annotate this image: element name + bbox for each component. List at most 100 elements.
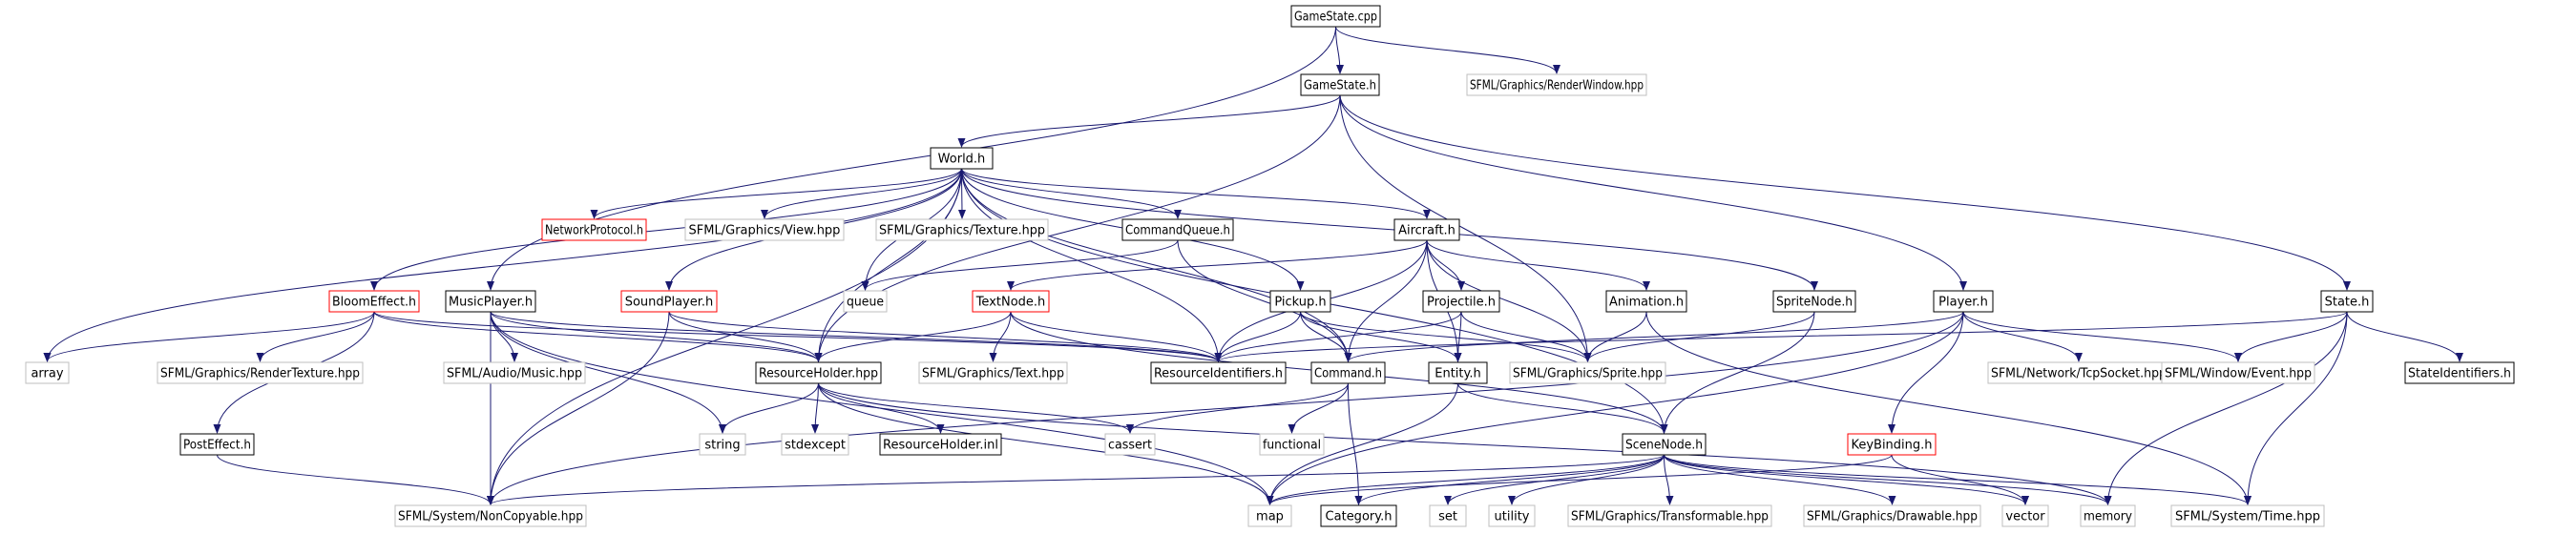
edge-pickup_h-to-entity_h [1300,311,1462,362]
edge-aircraft_h-to-sprite_hpp [1426,239,1592,362]
node-box [1320,504,1397,527]
node-label: Command.h [1314,367,1382,381]
node-box [684,218,845,241]
edge-resourceholder_hpp-to-memory [818,382,2112,505]
edge-resourceholder_hpp-to-map [818,382,1274,505]
node-commandqueue-h[interactable]: CommandQueue.h [1121,218,1234,241]
edge-line [217,454,494,505]
edge-player_h-to-event_hpp [1962,311,2242,362]
node-box [1933,290,1994,313]
edge-scenenode_h-to-transformable [1664,454,1674,505]
edge-line [1457,382,1668,434]
node-spritenode-h[interactable]: SpriteNode.h [1772,290,1856,313]
node-cassert: cassert [1104,433,1156,456]
node-aircraft-h[interactable]: Aircraft.h [1393,218,1460,241]
edge-line [1339,94,1592,362]
node-box [1605,290,1687,313]
node-pickup-h[interactable]: Pickup.h [1269,290,1331,313]
edge-line [1339,94,2351,291]
node-box [781,433,849,456]
node-label: utility [1495,510,1530,524]
node-label: queue [847,296,884,310]
node-label: vector [2005,510,2045,524]
node-world-h[interactable]: World.h [930,147,994,170]
node-networkprotocol-h[interactable]: NetworkProtocol.h [541,218,647,241]
edge-line [818,382,1134,434]
node-box [1466,73,1647,96]
edge-line [1645,311,2251,505]
node-entity-h[interactable]: Entity.h [1428,361,1488,384]
node-scenenode-h[interactable]: SceneNode.h [1622,433,1707,456]
node-musicplayer-h[interactable]: MusicPlayer.h [445,290,536,313]
dependency-edges [43,26,2463,505]
edge-aircraft_h-to-projectile_h [1426,239,1465,291]
edge-animation_h-to-time_hpp [1645,311,2251,505]
node-resourceidentifiers-h[interactable]: ResourceIdentifiers.h [1150,361,1287,384]
edge-player_h-to-tcpsocket [1962,311,2083,362]
edge-line [1583,311,1815,362]
node-box [972,290,1050,313]
edge-line [818,382,945,434]
edge-line [1344,311,1964,362]
edge-pickup_h-to-sprite_hpp [1300,311,1592,362]
edge-line [373,311,823,362]
edge-projectile_h-to-sprite_hpp [1460,311,1592,362]
node-label: SFML/Graphics/Texture.hpp [879,224,1045,238]
edge-line [818,382,1274,505]
edge-world_h-to-bloomeffect_h [370,168,962,291]
edge-gamestate_cpp-to-renderwindow [1335,26,1560,74]
node-box [328,290,420,313]
edge-line [861,239,1179,291]
node-posteffect-h[interactable]: PostEffect.h [179,433,255,456]
node-box [1247,504,1292,527]
node-resourceholder-inl[interactable]: ResourceHolder.inl [879,433,1002,456]
node-category-h[interactable]: Category.h [1320,504,1397,527]
node-box [443,361,586,384]
node-label: World.h [938,153,986,167]
node-box [755,361,882,384]
node-bloomeffect-h[interactable]: BloomEffect.h [328,290,420,313]
edge-line [1300,311,1592,362]
node-textnode-h[interactable]: TextNode.h [972,290,1050,313]
node-state-h[interactable]: State.h [2320,290,2374,313]
edge-command_h-to-functional [1288,382,1349,434]
edge-textnode_h-to-resourceholder_hpp [814,311,1012,362]
edge-line [1214,311,2348,362]
edge-scenenode_h-to-map [1266,454,1665,505]
edge-line [487,311,670,505]
node-stateidentifiers-h[interactable]: StateIdentifiers.h [2404,361,2515,384]
node-keybinding-h[interactable]: KeyBinding.h [1847,433,1937,456]
edge-line [1348,382,1363,505]
edge-aircraft_h-to-animation_h [1426,239,1650,291]
edge-scenenode_h-to-memory [1664,454,2112,505]
node-player-h[interactable]: Player.h [1933,290,1994,313]
node-gamestate-cpp[interactable]: GameState.cpp [1290,5,1381,28]
node-soundplayer-h[interactable]: SoundPlayer.h [620,290,718,313]
edge-line [1426,239,1592,362]
node-animation-h[interactable]: Animation.h [1605,290,1687,313]
edge-world_h-to-command_h [961,168,1352,362]
node-gamestate-h[interactable]: GameState.h [1300,73,1380,96]
node-box [157,361,364,384]
node-label: NetworkProtocol.h [545,224,643,238]
node-command-h[interactable]: Command.h [1310,361,1386,384]
node-label: Pickup.h [1274,296,1326,310]
node-resourceholder-hpp[interactable]: ResourceHolder.hpp [755,361,882,384]
node-label: SceneNode.h [1625,439,1703,453]
node-projectile-h[interactable]: Projectile.h [1422,290,1500,313]
edge-gamestate_h-to-world_h [957,94,1341,148]
node-box [2404,361,2515,384]
node-box [1104,433,1156,456]
edge-entity_h-to-map [1266,382,1458,505]
node-label: SpriteNode.h [1776,296,1853,310]
node-box [1393,218,1460,241]
edge-resourceholder_hpp-to-resourceholder_inl [818,382,945,434]
edge-world_h-to-networkprotocol_h [590,168,962,219]
node-box [1509,361,1666,384]
node-box [1429,504,1467,527]
node-label: SFML/Graphics/RenderWindow.hpp [1470,79,1644,93]
edge-line [1300,311,1462,362]
edge-line [1426,239,1465,291]
